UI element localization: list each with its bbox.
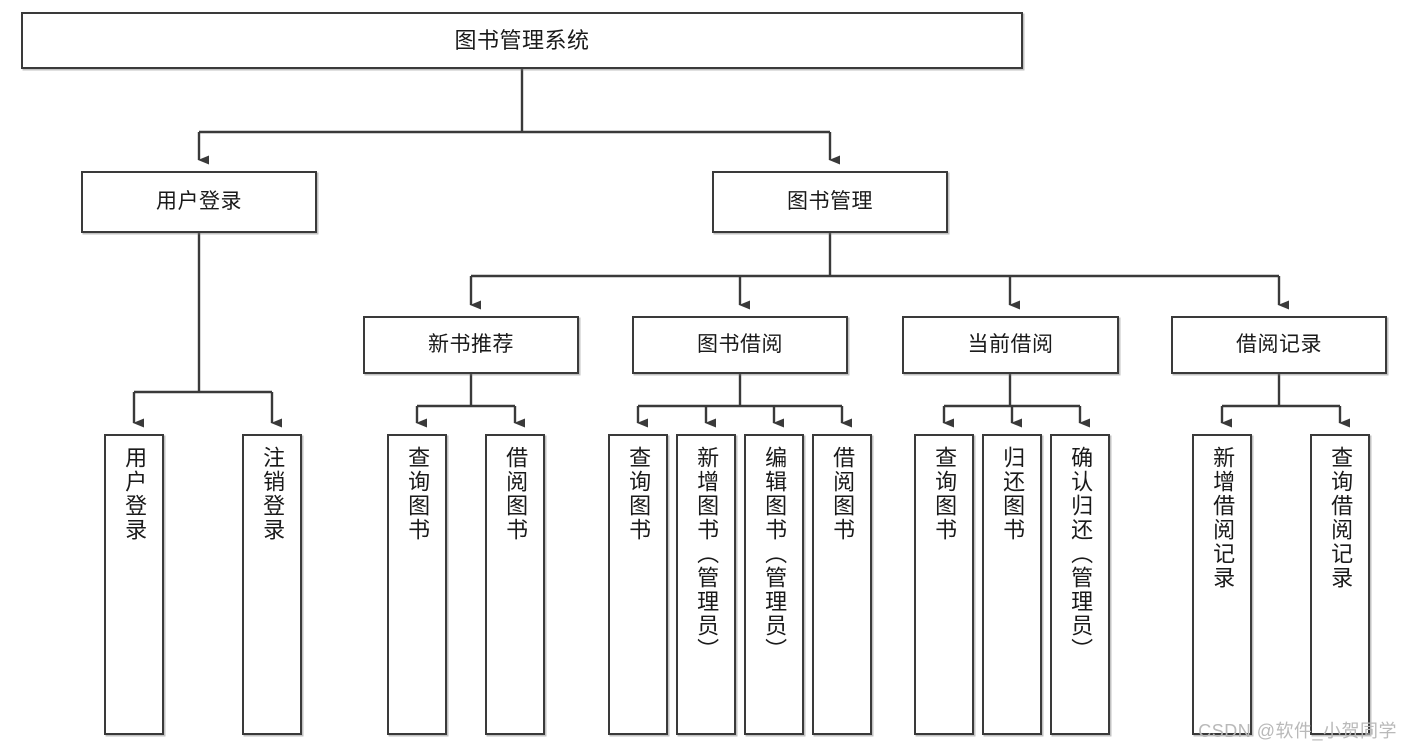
node-leaf-add-borrow-record[interactable]: 新增借阅记录	[1192, 434, 1252, 735]
node-leaf-add-book[interactable]: 新增图书（管理员）	[676, 434, 736, 735]
node-new-book-recommend[interactable]: 新书推荐	[363, 316, 579, 374]
node-label: 用户登录	[156, 189, 242, 213]
node-label: 新书推荐	[428, 332, 514, 356]
node-label: 查询图书	[405, 446, 431, 542]
node-leaf-borrow-book-recommend[interactable]: 借阅图书	[485, 434, 545, 735]
csdn-watermark: CSDN @软件_小贺同学	[1198, 721, 1397, 741]
node-leaf-user-login[interactable]: 用户登录	[104, 434, 164, 735]
node-label: 图书借阅	[697, 332, 783, 356]
node-label: 查询图书	[932, 446, 958, 542]
node-book-borrow[interactable]: 图书借阅	[632, 316, 848, 374]
node-borrow-record[interactable]: 借阅记录	[1171, 316, 1387, 374]
node-label: 编辑图书（管理员）	[762, 446, 788, 662]
node-label: 借阅图书	[503, 446, 529, 542]
node-label: 借阅图书	[830, 446, 856, 542]
node-label: 归还图书	[1000, 446, 1026, 542]
node-label: 用户登录	[122, 446, 148, 542]
node-user-login[interactable]: 用户登录	[81, 171, 317, 233]
node-label: 查询图书	[626, 446, 652, 542]
node-label: 新增借阅记录	[1210, 446, 1236, 590]
node-leaf-confirm-return[interactable]: 确认归还（管理员）	[1050, 434, 1110, 735]
node-leaf-logout[interactable]: 注销登录	[242, 434, 302, 735]
node-label: 当前借阅	[967, 332, 1054, 356]
node-root-book-management-system[interactable]: 图书管理系统	[21, 12, 1023, 69]
node-label: 查询借阅记录	[1328, 446, 1354, 590]
node-label: 图书管理	[787, 189, 873, 213]
node-label: 借阅记录	[1236, 332, 1322, 356]
node-leaf-query-book-borrow[interactable]: 查询图书	[608, 434, 668, 735]
node-label: 确认归还（管理员）	[1068, 446, 1094, 662]
node-leaf-query-book-recommend[interactable]: 查询图书	[387, 434, 447, 735]
node-leaf-return-book[interactable]: 归还图书	[982, 434, 1042, 735]
node-leaf-edit-book[interactable]: 编辑图书（管理员）	[744, 434, 804, 735]
node-label: 注销登录	[260, 446, 286, 542]
node-book-manage[interactable]: 图书管理	[712, 171, 948, 233]
node-leaf-borrow-book[interactable]: 借阅图书	[812, 434, 872, 735]
node-leaf-query-borrow-record[interactable]: 查询借阅记录	[1310, 434, 1370, 735]
node-label: 新增图书（管理员）	[694, 446, 720, 662]
node-leaf-query-book-current[interactable]: 查询图书	[914, 434, 974, 735]
node-current-borrow[interactable]: 当前借阅	[902, 316, 1119, 374]
node-label: 图书管理系统	[454, 27, 590, 53]
